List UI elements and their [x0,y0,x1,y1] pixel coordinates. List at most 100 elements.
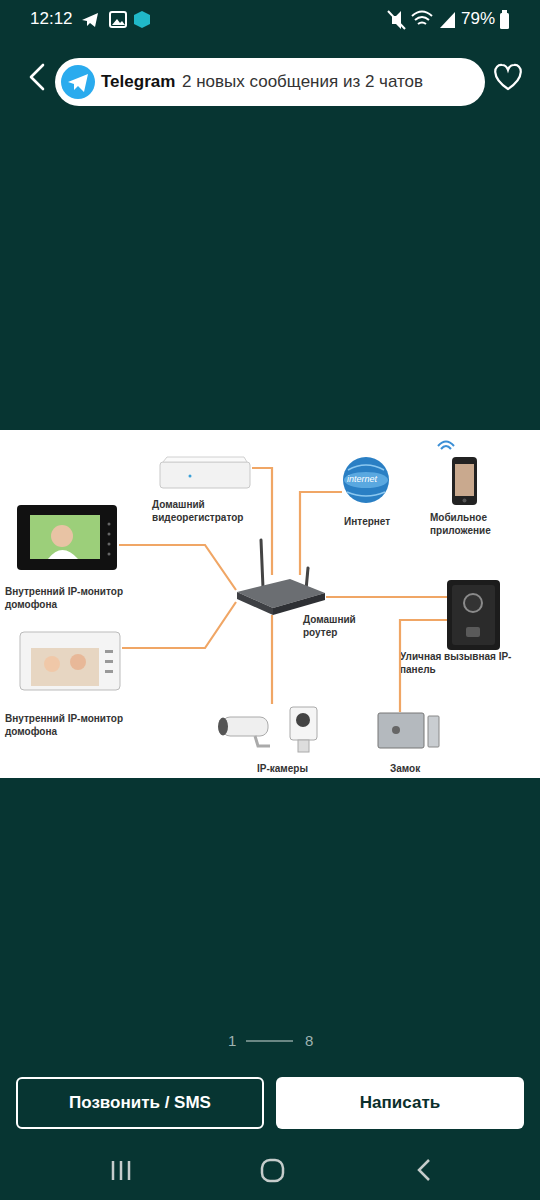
camera-bracket [255,736,270,746]
router-side [237,592,273,615]
monitor-person [48,550,78,559]
monitor-screen [31,648,99,686]
telegram-status-icon [82,13,98,27]
lock-body [378,713,424,748]
node-label: Внутренний IP-монитор домофона [5,712,140,738]
telegram-logo [61,65,95,99]
device-node: Замок [376,712,440,750]
router-antenna [306,568,308,590]
monitor-face [51,525,73,547]
battery-cap [502,10,507,13]
back-arrow [31,65,43,89]
call-panel [447,580,500,650]
device-node: Внутренний IP-монитор домофона [15,505,119,570]
node-label: Telegram [101,71,179,93]
network-cable [252,468,272,575]
network-cable [300,492,342,575]
phone-button [463,499,467,503]
globe-band [344,472,388,488]
device-node: Домашний видеорегистратор [150,457,252,490]
lock-cylinder [392,726,400,734]
battery-level: 79% [461,9,495,29]
node-label: Домашний видеорегистратор [152,498,264,524]
call-panel-face [452,585,495,645]
notification-banner: Telegram2 новых сообщения из 2 чатов [55,58,485,106]
indoor-monitor [17,505,117,570]
dvr-device [160,462,250,488]
node-label: IP-камеры [257,762,337,775]
camera-stand [298,740,309,752]
network-cable [271,615,273,704]
page-index: 1 [228,1032,236,1049]
monitor-key [105,670,113,673]
favorite-heart [495,65,521,89]
monitor-key [108,543,111,546]
nav-back [419,1160,429,1180]
router-front [273,593,325,615]
telegram-plane [68,74,88,92]
gallery-icon-mountain [112,19,125,25]
node-label: Интернет [344,515,414,528]
node-label: Домашний роутер [303,613,365,639]
app-status-icon [134,11,150,28]
node-label: Уличная вызывная IP-панель [400,650,538,676]
status-time: 12:12 [30,9,73,29]
router-top [237,579,325,608]
panel-camera [464,594,482,612]
action-button: Написать [276,1077,524,1129]
monitor-key [108,523,111,526]
camera-lens [218,718,228,736]
node-label: Мобильное приложение [430,511,512,537]
node-label: Внутренний IP-монитор домофона [5,585,140,611]
node-label: Замок [390,762,440,775]
cube-camera [290,707,317,740]
network-cable [326,596,447,598]
mute-slash [388,11,405,29]
bullet-camera [222,717,268,736]
router-antenna [261,540,263,588]
battery-icon [500,13,509,29]
mobile-phone [452,457,477,505]
gallery-icon [110,12,126,27]
monitor-screen [30,515,100,559]
page-count: 8 [305,1032,313,1049]
monitor-face [44,656,60,672]
panel-button [466,627,480,637]
wifi-symbol [438,442,454,450]
monitor-key [105,650,113,653]
internet-globe [343,457,389,503]
camera-lens [296,713,310,727]
node-label: 2 новых сообщения из 2 чатов [182,71,472,93]
pager-line [246,1040,293,1042]
wifi-icon [412,12,432,25]
network-cable [122,602,236,648]
dvr-top [163,457,247,462]
diagram-image [0,430,540,778]
network-cable [400,620,447,712]
globe-text: internet [347,474,377,484]
indoor-monitor [20,632,120,690]
globe-lines [347,465,385,496]
device-node: Мобильное приложение [450,455,480,507]
action-button: Позвонить / SMS [16,1077,264,1129]
phone-screen [455,464,474,496]
dvr-led [189,475,192,478]
device-node: Внутренний IP-монитор домофона [18,632,122,690]
mute-icon [392,11,401,29]
node-label: Позвонить / SMS [69,1093,211,1113]
monitor-key [108,533,111,536]
monitor-key [105,660,113,663]
router-node: Домашний роутер [236,575,326,615]
node-label: Написать [360,1093,440,1113]
device-node: Интернет [342,457,390,505]
signal-icon [440,12,455,28]
network-cable [119,545,236,590]
device-node: Уличная вызывная IP-панель [447,580,500,650]
